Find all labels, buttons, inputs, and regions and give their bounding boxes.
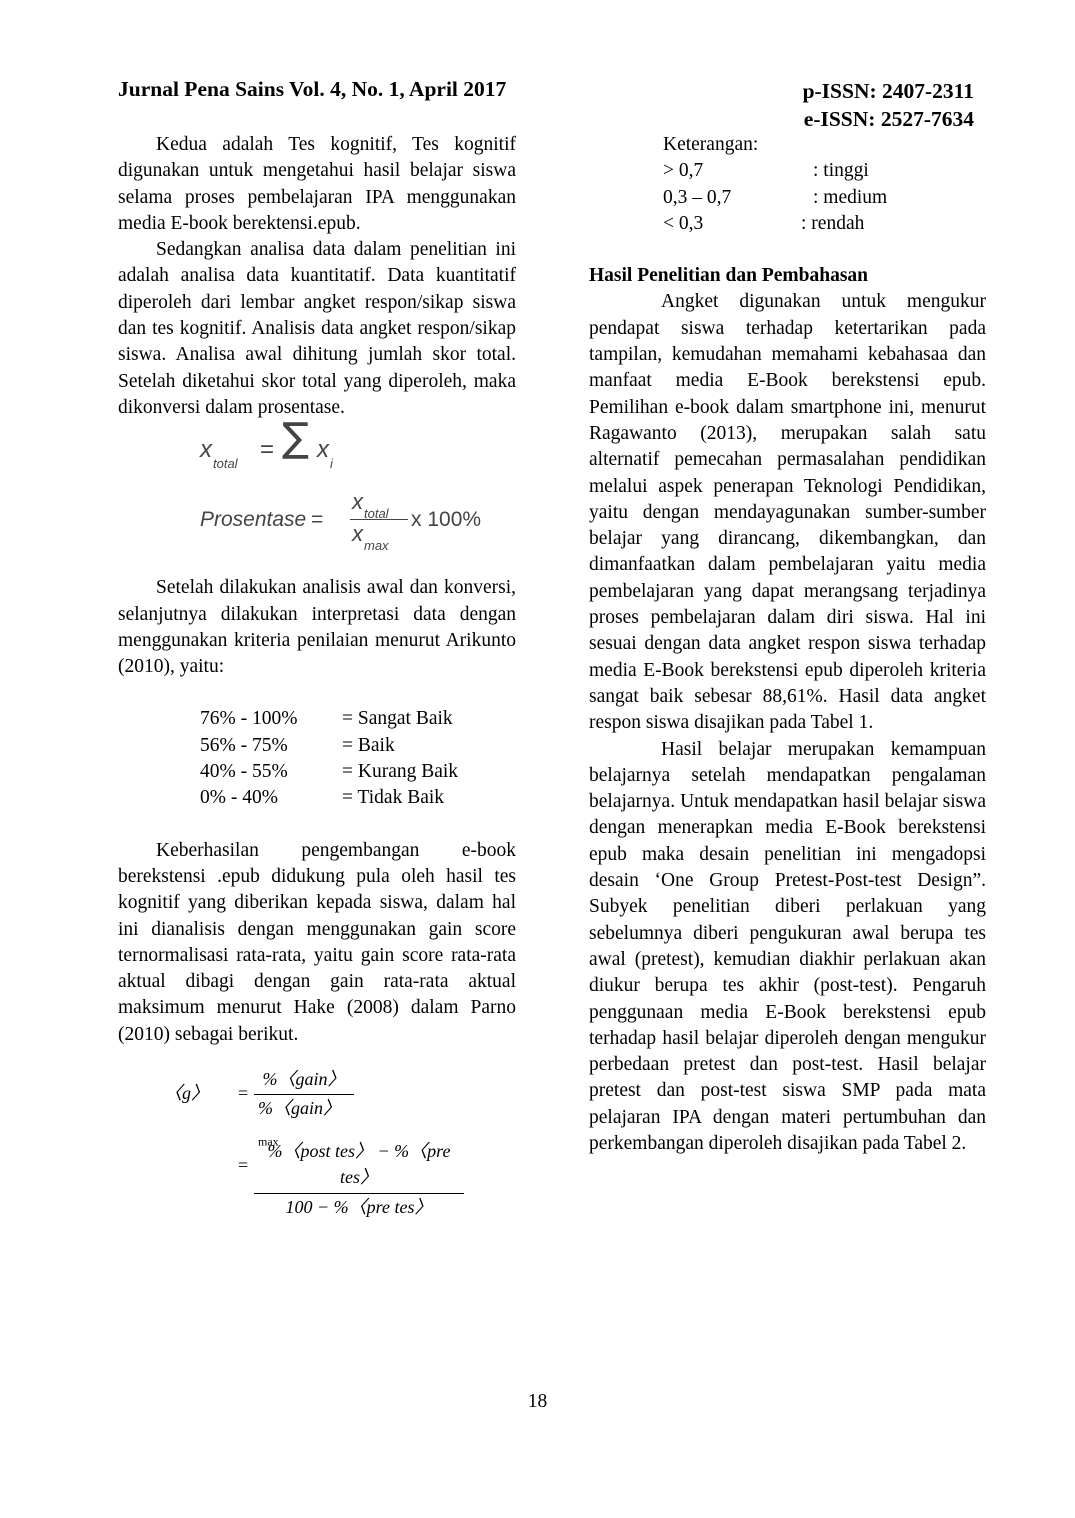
- paragraph-tes-kognitif: Kedua adalah Tes kognitif, Tes kognitif …: [118, 134, 516, 234]
- keterangan-range: > 0,7: [663, 160, 704, 182]
- paragraph-interpretasi: Setelah dilakukan analisis awal dan konv…: [118, 577, 516, 678]
- right-column: Keterangan: > 0,7 : tinggi 0,3 – 0,7 : m…: [589, 132, 986, 1157]
- formula2-den: x: [352, 521, 363, 547]
- keterangan-label: : rendah: [801, 212, 865, 234]
- criteria-row: 40% - 55% = Kurang Baik: [200, 759, 458, 785]
- keterangan-range: < 0,3: [663, 212, 704, 234]
- formula3-eq1: =: [238, 1083, 249, 1104]
- formula2-eq: =: [311, 508, 324, 532]
- criteria-label: = Kurang Baik: [342, 761, 459, 783]
- formula3-frac1: %〈gain〉 %〈gain〉 max: [254, 1066, 354, 1154]
- formula3-den1: %〈gain〉: [258, 1098, 341, 1119]
- criteria-range: 40% - 55%: [200, 761, 288, 783]
- formula2-num-sub: total: [364, 506, 389, 522]
- criteria-label: = Sangat Baik: [342, 708, 453, 730]
- formula3-lhs: 〈g〉: [164, 1083, 209, 1104]
- keterangan-range: 0,3 – 0,7: [663, 186, 732, 208]
- criteria-row: 76% - 100% = Sangat Baik: [200, 706, 458, 732]
- formula2-fraction-bar: [350, 519, 408, 521]
- keterangan-row: < 0,3 : rendah: [663, 211, 986, 237]
- criteria-label: = Tidak Baik: [342, 787, 445, 809]
- formula3-num2: %〈post tes〉 − %〈pre tes〉: [254, 1138, 464, 1194]
- formula2-lhs: Prosentase: [200, 508, 307, 532]
- formula1-lhs: x: [200, 436, 212, 464]
- formula2-num: x: [352, 489, 363, 515]
- formula3-frac2: %〈post tes〉 − %〈pre tes〉 100 − %〈pre tes…: [254, 1138, 464, 1220]
- e-issn: e-ISSN: 2527-7634: [803, 107, 974, 131]
- criteria-table: 76% - 100% = Sangat Baik 56% - 75% = Bai…: [200, 706, 458, 811]
- criteria-row: 0% - 40% = Tidak Baik: [200, 785, 458, 811]
- formula-x-total: x total = ∑ x i: [118, 415, 516, 477]
- left-column: Kedua adalah Tes kognitif, Tes kognitif …: [118, 132, 516, 1217]
- formula-gain: 〈g〉 = %〈gain〉 %〈gain〉 max = %〈post tes〉 −…: [118, 1066, 516, 1217]
- formula-prosentase: Prosentase = x total x max x 100%: [118, 489, 516, 553]
- formula3-num1: %〈gain〉: [254, 1066, 354, 1096]
- formula3-eq2: =: [238, 1155, 249, 1176]
- criteria-range: 56% - 75%: [200, 734, 288, 756]
- keterangan-label: : tinggi: [813, 160, 869, 182]
- formula1-sigma: ∑: [282, 415, 309, 462]
- formula2-mult: x 100%: [411, 508, 482, 532]
- paragraph-hasil-belajar: Hasil belajar merupakan kemampuan belaja…: [589, 738, 986, 1154]
- formula1-rhs-sub: i: [330, 456, 333, 472]
- paragraph-keberhasilan: Keberhasilan pengembangan e-book berekst…: [118, 839, 516, 1045]
- keterangan-label: : medium: [813, 186, 888, 208]
- journal-title: Jurnal Pena Sains Vol. 4, No. 1, April 2…: [118, 77, 507, 101]
- formula3-den2: 100 − %〈pre tes〉: [285, 1196, 433, 1217]
- issn-block: p-ISSN: 2407-2311 e-ISSN: 2527-7634: [803, 77, 974, 133]
- formula3-den1-sub: max: [258, 1134, 279, 1149]
- keterangan-title: Keterangan:: [663, 134, 759, 155]
- formula1-rhs: x: [317, 436, 329, 464]
- keterangan-row: > 0,7 : tinggi: [663, 158, 986, 184]
- criteria-row: 56% - 75% = Baik: [200, 733, 458, 759]
- formula2-den-sub: max: [364, 538, 389, 554]
- criteria-range: 76% - 100%: [200, 708, 298, 730]
- criteria-label: = Baik: [342, 734, 395, 756]
- formula1-eq: =: [260, 436, 275, 464]
- formula1-lhs-sub: total: [213, 456, 238, 472]
- keterangan-row: 0,3 – 0,7 : medium: [663, 185, 986, 211]
- page-number: 18: [527, 1391, 548, 1412]
- paragraph-analisa-data: Sedangkan analisa data dalam penelitian …: [118, 239, 516, 418]
- section-title: Hasil Penelitian dan Pembahasan: [589, 265, 868, 287]
- paragraph-angket: Angket digunakan untuk mengukur pendapat…: [589, 291, 986, 734]
- criteria-range: 0% - 40%: [200, 787, 278, 809]
- formula3-den1-wrap: %〈gain〉 max: [254, 1095, 354, 1154]
- p-issn: p-ISSN: 2407-2311: [802, 79, 974, 103]
